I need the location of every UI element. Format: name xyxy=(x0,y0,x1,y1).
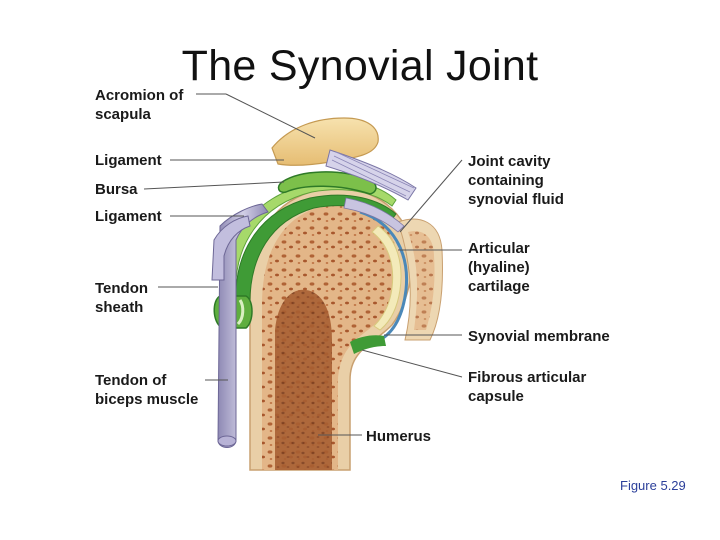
tendon-end xyxy=(218,436,236,446)
label-fibrous-capsule: Fibrous articular capsule xyxy=(468,368,586,406)
label-ligament-mid: Ligament xyxy=(95,207,162,226)
label-tendon-biceps: Tendon of biceps muscle xyxy=(95,371,198,409)
label-joint-cavity: Joint cavity containing synovial fluid xyxy=(468,152,564,209)
medullary-cavity xyxy=(275,290,332,470)
figure-label: Figure 5.29 xyxy=(620,478,686,493)
label-bursa: Bursa xyxy=(95,180,138,199)
label-humerus: Humerus xyxy=(366,427,431,446)
leader-acromion-diag xyxy=(226,94,315,138)
label-tendon-sheath: Tendon sheath xyxy=(95,279,148,317)
label-ligament-top: Ligament xyxy=(95,151,162,170)
label-acromion: Acromion of scapula xyxy=(95,86,183,124)
label-articular-cartilage: Articular (hyaline) cartilage xyxy=(468,239,530,296)
label-synovial-membrane: Synovial membrane xyxy=(468,327,610,346)
leader-bursa xyxy=(144,182,284,189)
page-title: The Synovial Joint xyxy=(0,42,720,91)
leader-fibrous-capsule xyxy=(362,350,462,377)
